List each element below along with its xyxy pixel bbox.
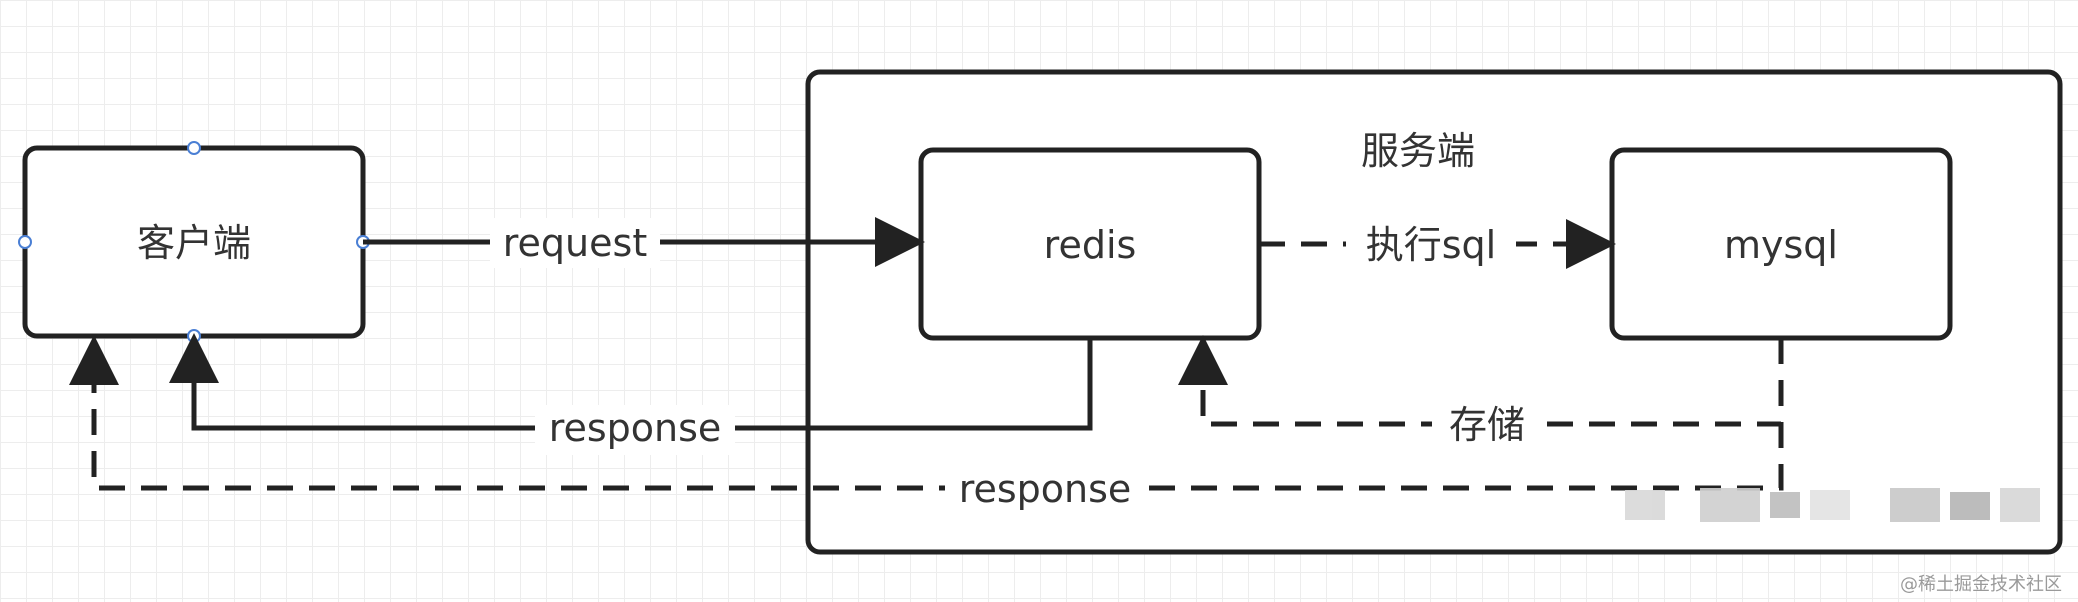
client-handle-top[interactable] <box>187 141 201 155</box>
mysql-node-label: mysql <box>1724 223 1838 267</box>
pixelated-overlay <box>1625 488 2040 522</box>
response-mysql-label-bg <box>945 464 1145 514</box>
response-redis-label: response <box>549 406 722 450</box>
client-handle-bottom[interactable] <box>187 329 201 343</box>
watermark: @稀土掘金技术社区 <box>1900 574 2062 595</box>
request-label: request <box>503 221 647 265</box>
store-label-bg <box>1432 400 1542 450</box>
exec-sql-label-bg <box>1346 220 1516 270</box>
server-group-label: 服务端 <box>1361 129 1475 173</box>
client-node-label: 客户端 <box>137 221 251 265</box>
response-mysql-label: response <box>959 467 1132 511</box>
request-label-bg <box>490 218 660 268</box>
redis-node-label: redis <box>1044 223 1137 267</box>
exec-sql-label: 执行sql <box>1366 223 1496 267</box>
store-label: 存储 <box>1449 403 1525 447</box>
client-handle-left[interactable] <box>18 235 32 249</box>
response-mysql-arrow[interactable] <box>69 335 1784 491</box>
response-redis-label-bg <box>535 405 735 455</box>
